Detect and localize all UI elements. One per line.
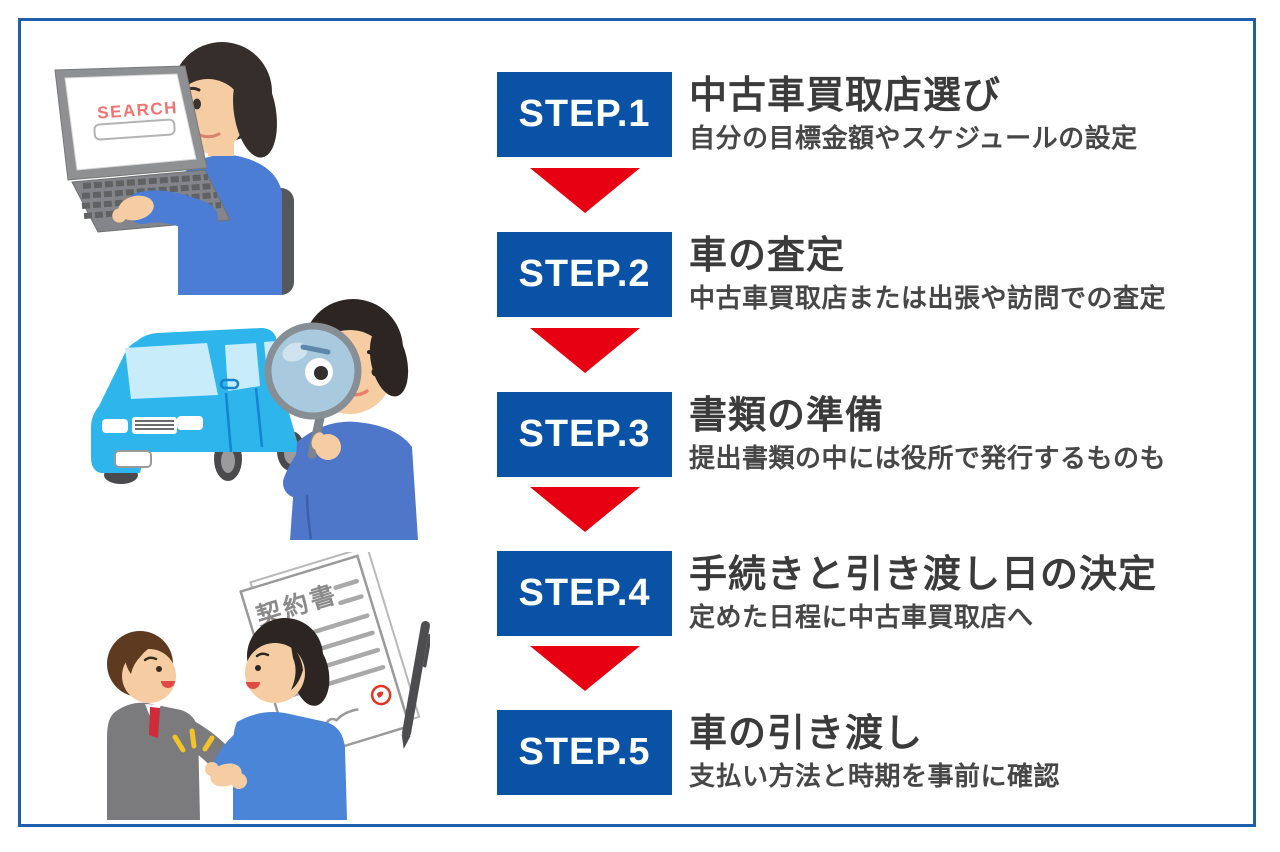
step-3-badge: STEP.3 (497, 392, 672, 477)
right-headlight (177, 416, 203, 430)
front-side-window (225, 343, 260, 391)
hand (118, 195, 154, 221)
pen-tip (401, 734, 411, 750)
step-row-2: STEP.2 車の査定 中古車買取店または出張や訪問での査定 (497, 232, 1166, 317)
eyebrow (143, 656, 158, 662)
magnified-pupil (314, 366, 328, 380)
red-tie (149, 707, 160, 738)
eye (193, 98, 201, 110)
step-3-texts: 書類の準備 提出書類の中には役所で発行するものも (689, 395, 1166, 474)
finger (112, 208, 127, 223)
stamp-mark (376, 691, 384, 698)
back-hair (292, 642, 330, 706)
face (245, 643, 305, 703)
step-3-subtitle: 提出書類の中には役所で発行するものも (689, 442, 1167, 473)
hand-knuckle (205, 762, 219, 776)
step-4-texts: 手続きと引き渡し日の決定 定めた日程に中古車買取店へ (689, 554, 1157, 633)
step-4-badge: STEP.4 (497, 551, 672, 636)
blue-shirt-torso (233, 712, 347, 820)
pen-clip (422, 633, 430, 668)
license-plate (114, 450, 152, 468)
side-hair (369, 325, 409, 397)
grille-lines (135, 420, 174, 430)
step-1-title: 中古車買取店選び (689, 74, 1002, 117)
search-input-box (93, 118, 176, 141)
down-arrow-icon (530, 646, 640, 691)
search-on-laptop-illustration: SEARCH (54, 42, 294, 295)
eye (156, 666, 162, 672)
middle-hubcap (221, 449, 235, 473)
step-2-subtitle: 中古車買取店または出張や訪問での査定 (689, 282, 1167, 313)
pen-body (402, 620, 430, 738)
down-arrow-icon (530, 487, 640, 532)
step-1-texts: 中古車買取店選び 自分の目標金額やスケジュールの設定 (689, 75, 1138, 154)
step-1-badge: STEP.1 (497, 72, 672, 157)
contract-handshake-illustration: 契約書 (107, 552, 430, 820)
handshake-hands (205, 762, 247, 789)
step-1-subtitle: 自分の目標金額やスケジュールの設定 (689, 122, 1138, 153)
hair-fringe (125, 643, 157, 674)
step-5-subtitle: 支払い方法と時期を事前に確認 (689, 760, 1061, 791)
step-row-4: STEP.4 手続きと引き渡し日の決定 定めた日程に中古車買取店へ (497, 551, 1157, 636)
eyebrow (255, 652, 270, 658)
eyebrow-through-lens (300, 344, 331, 355)
left-headlight (102, 419, 128, 433)
step-row-5: STEP.5 車の引き渡し 支払い方法と時期を事前に確認 (497, 710, 1060, 795)
step-4-title: 手続きと引き渡し日の決定 (689, 553, 1158, 596)
open-smile (161, 681, 175, 688)
step-2-badge: STEP.2 (497, 232, 672, 317)
door-lines (224, 387, 264, 453)
step-5-badge: STEP.5 (497, 710, 672, 795)
car-appraisal-illustration (91, 299, 418, 540)
step-row-3: STEP.3 書類の準備 提出書類の中には役所で発行するものも (497, 392, 1166, 477)
hand-on-keyboard (112, 195, 154, 223)
sparkle-icon (172, 728, 215, 753)
eye (255, 665, 261, 671)
suit-man (107, 631, 240, 820)
hair-side (291, 646, 303, 690)
hand-knuckle (231, 773, 247, 789)
step-5-title: 車の引き渡し (689, 712, 924, 755)
magnifier-icon (264, 322, 362, 460)
down-arrow-icon (530, 328, 640, 373)
raised-eyebrow (367, 350, 386, 359)
open-smile (246, 682, 260, 689)
step-3-title: 書類の準備 (689, 394, 885, 437)
step-2-title: 車の査定 (689, 234, 846, 277)
side-hair (233, 66, 277, 158)
step-5-texts: 車の引き渡し 支払い方法と時期を事前に確認 (689, 713, 1060, 792)
windshield (125, 343, 218, 399)
door-handle (219, 378, 240, 390)
thumb (311, 432, 325, 450)
step-2-texts: 車の査定 中古車買取店または出張や訪問での査定 (689, 235, 1166, 314)
blue-car (91, 328, 300, 473)
step-row-1: STEP.1 中古車買取店選び 自分の目標金額やスケジュールの設定 (497, 72, 1138, 157)
eye (371, 367, 381, 377)
step-4-subtitle: 定めた日程に中古車買取店へ (689, 601, 1034, 632)
pen-icon (401, 620, 430, 750)
down-arrow-icon (530, 168, 640, 213)
